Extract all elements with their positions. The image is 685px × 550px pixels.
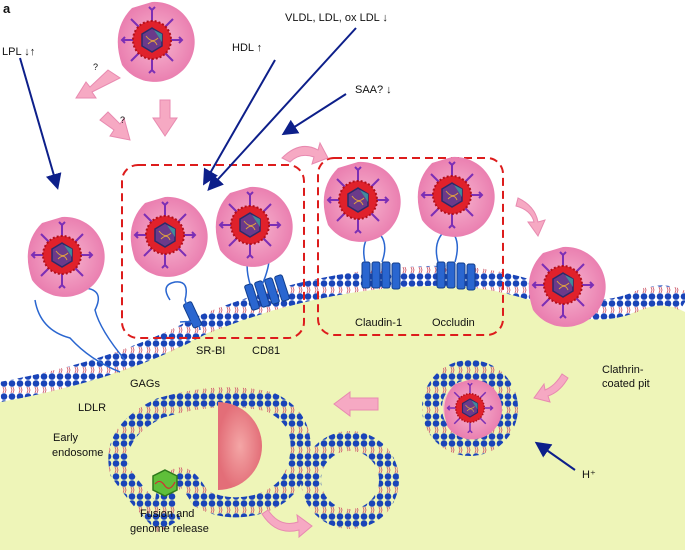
sr-bi-cd81-box — [121, 164, 305, 339]
saa-arrow — [281, 93, 347, 136]
block-arrow-release — [261, 509, 313, 539]
vldl-label: VLDL, LDL, ox LDL ↓ — [285, 12, 388, 24]
virus-icon-cd81 — [214, 185, 294, 268]
early-endosome-label-2: endosome — [52, 447, 103, 459]
saa-label: SAA? ↓ — [355, 84, 392, 96]
capsid-fusion-icon — [152, 469, 178, 497]
clathrin-label-1: Clathrin- — [602, 364, 644, 376]
ldlr-chain — [34, 299, 121, 373]
virus-icon-claudin — [322, 160, 402, 243]
fusion-label-2: genome release — [130, 523, 209, 535]
block-arrow-q2 — [99, 111, 131, 141]
block-arrow-to-endosome — [333, 391, 379, 417]
vldl-arrow — [207, 27, 357, 191]
gags-label: GAGs — [130, 378, 160, 390]
hdl-label: HDL ↑ — [232, 42, 262, 54]
lpl-arrow — [19, 57, 62, 190]
panel-label: a — [3, 1, 11, 16]
virus-icon-top — [116, 0, 196, 83]
occludin-label: Occludin — [432, 317, 475, 329]
clathrin-vesicle — [422, 360, 518, 456]
block-arrow-to-vesicle — [533, 373, 569, 403]
lpl-label: LPL ↓↑ — [2, 46, 35, 58]
early-endosome-label-1: Early — [53, 432, 79, 444]
virus-icon-vesicle — [443, 378, 503, 441]
block-arrow-q1 — [75, 69, 121, 99]
claudin-label: Claudin-1 — [355, 317, 402, 329]
virus-icon-ldlr — [26, 215, 106, 298]
question-mark-1: ? — [93, 62, 98, 72]
block-arrow-lateral — [281, 141, 329, 165]
clathrin-label-2: coated pit — [602, 378, 650, 390]
virus-icon-pit — [527, 245, 607, 328]
virus-icon-sr-bi — [129, 195, 209, 278]
claudin-1-receptor — [361, 261, 401, 290]
block-arrow-down — [152, 99, 178, 137]
tight-junction-box — [317, 157, 504, 336]
released-lipid-orb — [218, 402, 262, 490]
sr-bi-label: SR-BI — [196, 345, 225, 357]
occludin-receptor — [436, 261, 476, 291]
fusion-label-1: Fusion and — [140, 508, 194, 520]
hplus-label: H⁺ — [582, 469, 596, 481]
virus-icon-occludin — [416, 155, 496, 238]
cd81-label: CD81 — [252, 345, 280, 357]
sr-bi-loop — [165, 281, 191, 316]
hdl-arrow — [203, 59, 276, 186]
early-endosome — [108, 387, 311, 533]
ldlr-label: LDLR — [78, 402, 106, 414]
hplus-arrow — [534, 441, 576, 471]
small-vesicle — [301, 431, 399, 529]
block-arrow-to-pit — [515, 197, 546, 238]
question-mark-2: ? — [120, 115, 125, 125]
cd81-receptor — [244, 274, 290, 311]
